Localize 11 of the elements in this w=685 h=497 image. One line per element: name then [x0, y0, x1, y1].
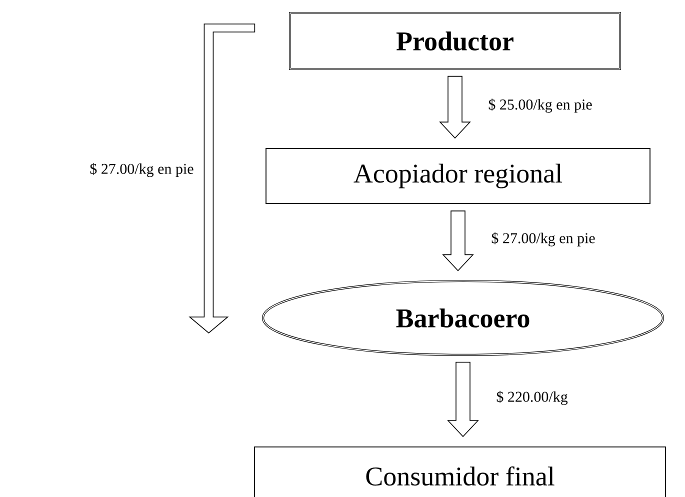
- process-box: Productor: [288, 12, 622, 70]
- block-arrow: [447, 362, 479, 438]
- edge-label: $ 27.00/kg en pie: [90, 162, 194, 178]
- block-arrow: [439, 76, 471, 139]
- edge-label: $ 25.00/kg en pie: [488, 98, 592, 113]
- edge-label: $ 27.00/kg en pie: [492, 232, 595, 246]
- block-arrow: [442, 210, 474, 272]
- process-box: Acopiador regional: [266, 148, 650, 204]
- block-arrow: [188, 24, 256, 334]
- edge-label: $ 220.00/kg: [496, 390, 568, 405]
- process-box: Consumidor final: [254, 446, 666, 497]
